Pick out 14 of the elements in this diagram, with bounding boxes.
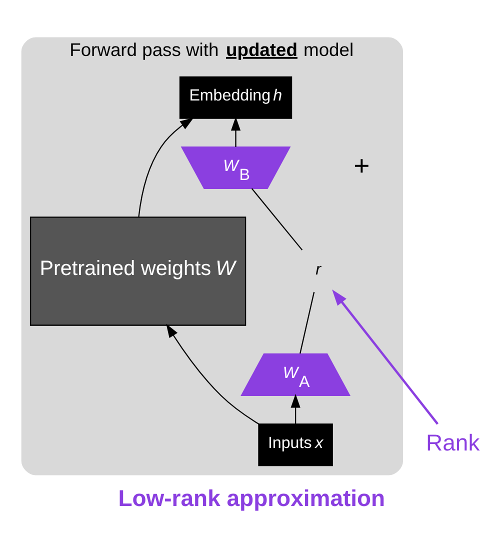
arrow	[290, 393, 300, 424]
node-box: Embedding h	[179, 76, 292, 118]
connector	[251, 188, 303, 250]
node-text: Rank	[426, 429, 480, 456]
connector	[300, 291, 315, 354]
arrow	[138, 117, 194, 216]
arrow	[166, 323, 260, 424]
arrow	[332, 289, 439, 424]
node-text: r	[316, 260, 322, 278]
arrow	[230, 116, 241, 146]
node-box: Inputs x	[258, 423, 333, 466]
label: +	[354, 149, 370, 180]
node-box: Pretrained weights W	[30, 216, 246, 326]
caption: Low-rank approximation	[118, 484, 386, 510]
